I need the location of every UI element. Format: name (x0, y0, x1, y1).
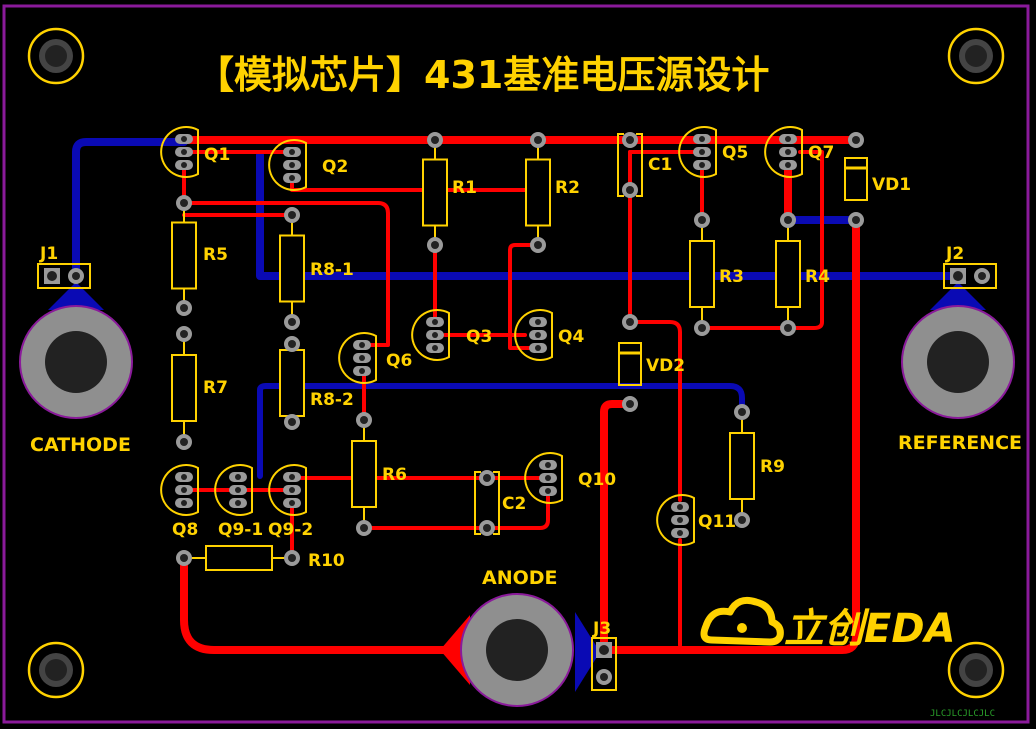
transistor-q7[interactable]: Q7 (764, 126, 834, 178)
connector-j3[interactable] (591, 637, 617, 691)
resistor-r9-label: R9 (760, 457, 785, 477)
capacitor-c2-label: C2 (502, 494, 526, 514)
transistor-q1-label: Q1 (204, 145, 230, 165)
mounting-hole-bottom-right (947, 641, 1005, 699)
mounting-hole-bottom-left (27, 641, 85, 699)
resistor-r3-label: R3 (719, 267, 744, 287)
lceda-logo-text: 立创EDA (784, 606, 955, 652)
resistor-r10-label: R10 (308, 551, 345, 571)
resistor-r7[interactable]: R7 (171, 326, 228, 450)
transistor-q8-label: Q8 (172, 520, 198, 540)
capacitor-c1-label: C1 (648, 155, 672, 175)
transistor-q11-label: Q11 (698, 512, 736, 532)
transistor-q10-label: Q10 (578, 470, 616, 490)
resistor-r8-2[interactable]: R8-2 (279, 336, 354, 430)
cathode-label: CATHODE (30, 434, 131, 456)
resistor-r2[interactable]: R2 (525, 132, 580, 253)
board-title: 【模拟芯片】431基准电压源设计 (196, 53, 769, 97)
mounting-hole-top-right (947, 27, 1005, 85)
resistor-r9[interactable]: R9 (729, 404, 785, 528)
resistor-r2-label: R2 (555, 178, 580, 198)
resistor-r8-1-label: R8-1 (310, 260, 354, 280)
resistor-r3[interactable]: R3 (689, 212, 744, 336)
cathode-terminal[interactable] (19, 305, 133, 419)
resistor-r8-2-label: R8-2 (310, 390, 354, 410)
transistor-q2[interactable]: Q2 (268, 139, 348, 191)
resistor-r5[interactable]: R5 (171, 195, 228, 316)
transistor-q5[interactable]: Q5 (678, 126, 748, 178)
resistor-r6-label: R6 (382, 465, 407, 485)
resistor-r5-label: R5 (203, 245, 228, 265)
diode-vd1-label: VD1 (872, 175, 911, 195)
connector-j2-label: J2 (945, 244, 964, 264)
lceda-logo-icon (700, 596, 784, 646)
diode-vd2-label: VD2 (646, 356, 685, 376)
transistor-q9-2[interactable]: Q9-2 (268, 464, 313, 540)
resistor-r8-1[interactable]: R8-1 (279, 207, 354, 330)
transistor-q5-label: Q5 (722, 143, 748, 163)
transistor-q9-2-label: Q9-2 (268, 520, 313, 540)
mounting-hole-top-left (27, 27, 85, 85)
resistor-r10[interactable]: R10 (176, 545, 345, 571)
resistor-r6[interactable]: R6 (351, 412, 407, 536)
transistor-q3-label: Q3 (466, 327, 492, 347)
connector-j2[interactable] (943, 263, 997, 289)
transistor-q8[interactable]: Q8 (160, 464, 199, 540)
transistor-q7-label: Q7 (808, 143, 834, 163)
resistor-r4[interactable]: R4 (775, 212, 830, 336)
transistor-q2-label: Q2 (322, 157, 348, 177)
transistor-q4-label: Q4 (558, 327, 584, 347)
resistor-r4-label: R4 (805, 267, 830, 287)
anode-terminal[interactable] (460, 593, 574, 707)
transistor-q3[interactable]: Q3 (411, 309, 492, 361)
transistor-q6[interactable]: Q6 (338, 332, 412, 384)
resistor-r1-label: R1 (452, 178, 477, 198)
transistor-q11[interactable]: Q11 (656, 494, 736, 546)
diode-vd2[interactable] (618, 314, 642, 412)
connector-j3-label: J3 (592, 619, 611, 639)
reference-label: REFERENCE (898, 432, 1022, 454)
resistor-r7-label: R7 (203, 378, 228, 398)
transistor-q9-1-label: Q9-1 (218, 520, 263, 540)
resistor-r1[interactable]: R1 (422, 132, 477, 253)
transistor-q6-label: Q6 (386, 351, 412, 371)
connector-j1[interactable] (37, 263, 91, 289)
transistor-q10[interactable]: Q10 (524, 452, 616, 504)
transistor-q4[interactable]: Q4 (514, 309, 584, 361)
connector-j1-label: J1 (39, 244, 58, 264)
anode-label: ANODE (482, 567, 558, 589)
diode-vd1[interactable] (844, 132, 868, 228)
transistor-q9-1[interactable]: Q9-1 (214, 464, 263, 540)
reference-terminal[interactable] (901, 305, 1015, 419)
capacitor-c2[interactable] (474, 470, 500, 536)
capacitor-c1[interactable] (617, 132, 643, 198)
transistor-q1[interactable]: Q1 (160, 126, 230, 178)
panel-code: JLCJLCJLCJLC (930, 709, 995, 719)
bottom-copper-traces (48, 138, 986, 692)
